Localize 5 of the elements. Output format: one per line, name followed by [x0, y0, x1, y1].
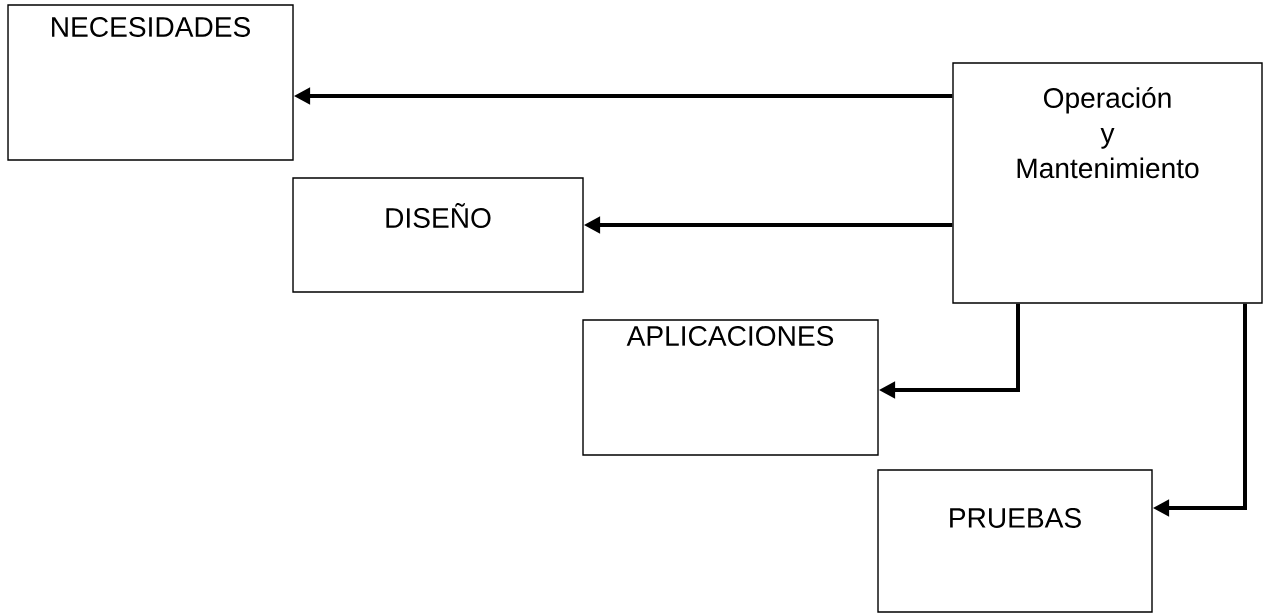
process-box: DISEÑO: [292, 177, 584, 293]
process-box: NECESIDADES: [7, 4, 294, 161]
process-box: PRUEBAS: [877, 469, 1153, 613]
process-box: APLICACIONES: [582, 319, 879, 456]
process-box: Operación y Mantenimiento: [952, 62, 1263, 304]
